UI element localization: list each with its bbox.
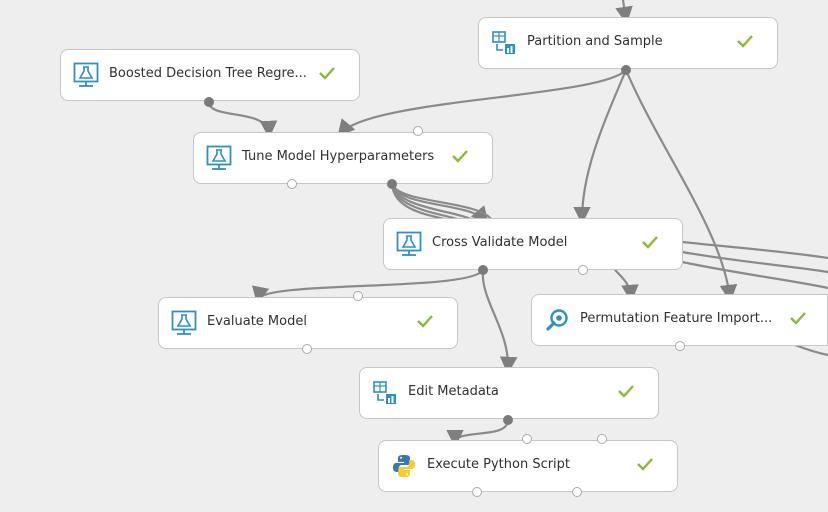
output-port[interactable] (472, 487, 482, 497)
wire (681, 260, 828, 290)
input-port[interactable] (413, 126, 423, 136)
wire (252, 269, 484, 305)
module-permutation-feature-importance[interactable]: Permutation Feature Import... (531, 294, 828, 346)
checkmark-icon (319, 67, 335, 80)
checkmark-icon (737, 35, 753, 48)
input-port[interactable] (522, 434, 532, 444)
wire (794, 343, 828, 357)
module-label: Permutation Feature Import... (580, 311, 773, 326)
flask-monitor-icon (206, 145, 232, 170)
module-cross-validate-model[interactable]: Cross Validate Model (383, 218, 683, 270)
output-port[interactable] (621, 65, 631, 75)
checkmark-icon (637, 458, 653, 471)
module-partition-and-sample[interactable]: Partition and Sample (478, 17, 778, 69)
output-port[interactable] (204, 97, 214, 107)
wire (681, 250, 828, 274)
output-port[interactable] (478, 265, 488, 275)
wire (207, 101, 278, 139)
module-label: Cross Validate Model (432, 235, 568, 250)
flask-monitor-icon (73, 62, 99, 87)
checkmark-icon (452, 150, 468, 163)
module-label: Tune Model Hyperparameters (242, 149, 435, 164)
module-label: Boosted Decision Tree Regre... (109, 66, 307, 81)
checkmark-icon (417, 315, 433, 328)
input-port[interactable] (353, 291, 363, 301)
wire (573, 69, 628, 225)
wire (615, 0, 633, 25)
flask-monitor-icon (396, 231, 422, 256)
output-port[interactable] (503, 415, 513, 425)
module-boosted-decision-tree[interactable]: Boosted Decision Tree Regre... (60, 49, 360, 101)
output-port[interactable] (287, 179, 297, 189)
wire (624, 69, 738, 303)
module-tune-model-hyperparameters[interactable]: Tune Model Hyperparameters (193, 132, 493, 184)
module-label: Evaluate Model (207, 314, 307, 329)
module-evaluate-model[interactable]: Evaluate Model (158, 297, 458, 349)
output-port[interactable] (387, 179, 397, 189)
wire (446, 419, 510, 448)
module-execute-python-script[interactable]: Execute Python Script (378, 440, 678, 492)
output-port[interactable] (302, 344, 312, 354)
wire (681, 240, 828, 260)
checkmark-icon (790, 312, 806, 325)
wire (481, 269, 518, 375)
magnifier-icon (546, 309, 568, 331)
data-transform-icon (373, 381, 396, 404)
output-port[interactable] (675, 341, 685, 351)
data-transform-icon (492, 31, 515, 54)
module-label: Partition and Sample (527, 34, 663, 49)
checkmark-icon (618, 385, 634, 398)
module-label: Execute Python Script (427, 457, 571, 472)
wire (337, 69, 627, 138)
python-icon (393, 455, 415, 477)
output-port[interactable] (572, 487, 582, 497)
output-port[interactable] (578, 265, 588, 275)
module-edit-metadata[interactable]: Edit Metadata (359, 367, 659, 419)
module-label: Edit Metadata (408, 384, 499, 399)
flask-monitor-icon (171, 310, 197, 335)
wire (390, 183, 493, 221)
checkmark-icon (642, 236, 658, 249)
input-port[interactable] (597, 434, 607, 444)
